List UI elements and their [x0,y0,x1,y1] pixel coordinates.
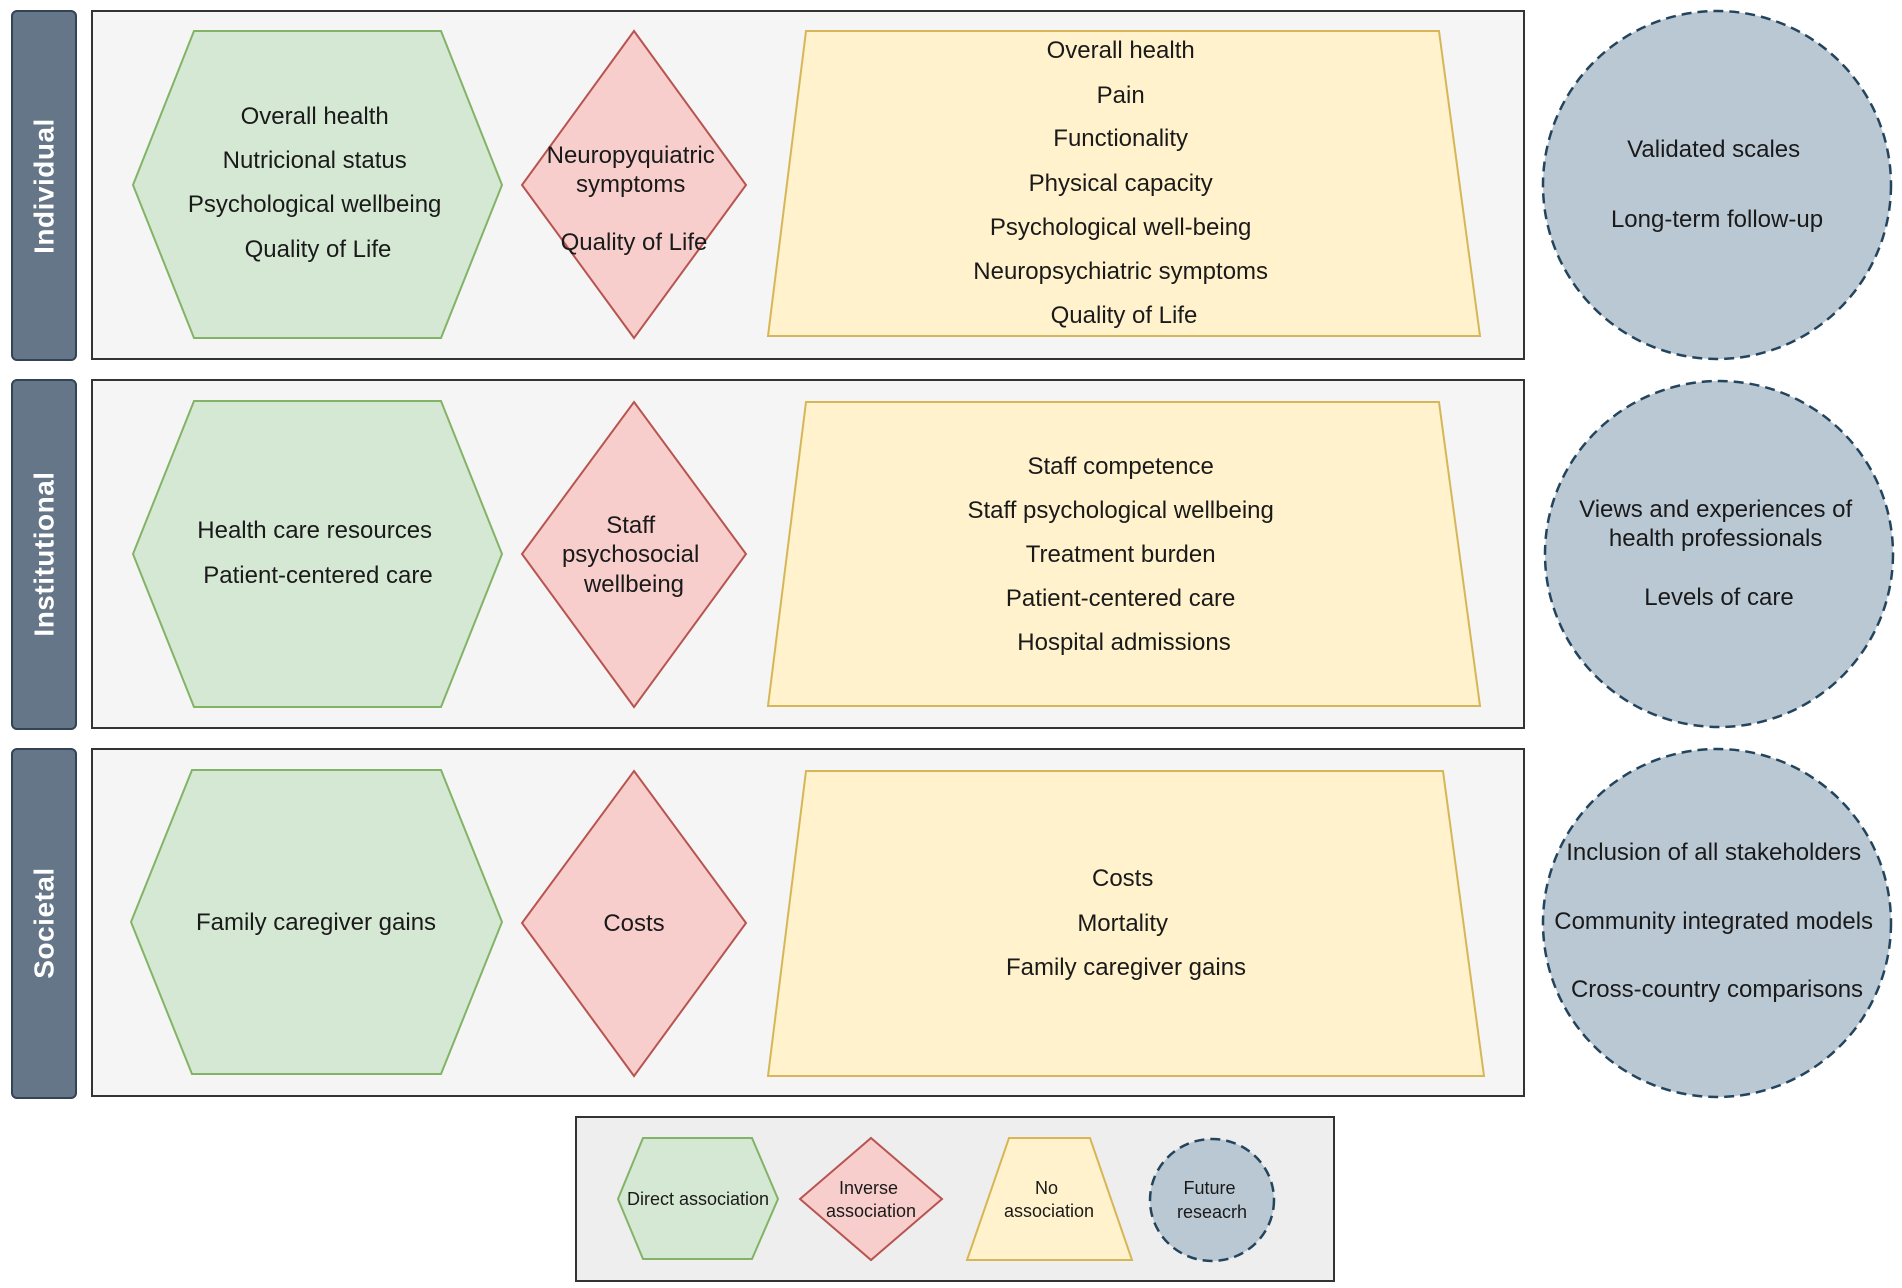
none-trapezoid-societal [766,770,1486,1077]
legend-direct-label: Direct association [627,1189,769,1209]
inverse-diamond-societal [520,769,748,1078]
future-item: Inclusion of all stakeholders [1566,839,1861,866]
none-item: Staff psychological wellbeing [967,497,1273,524]
row-individual: Individual Overall health Nutricional st… [11,9,1893,361]
future-text-institutional: Views and experiences of health professi… [1579,496,1859,611]
future-circle-institutional [1543,379,1895,729]
inverse-item: Neuropyquiatric [547,142,715,169]
future-item: Community integrated models [1554,908,1873,935]
row-tab-individual [11,10,77,361]
none-item: Patient-centered care [1006,585,1235,612]
legend-future-item: Future [1183,1178,1235,1198]
direct-hexagon-institutional [131,400,504,708]
none-text-societal: Costs Mortality Family caregiver gains [1006,865,1246,981]
none-item: Physical capacity [1029,170,1213,197]
legend-inverse-label: Inverse association [826,1178,916,1221]
future-item: Validated scales [1627,136,1800,163]
inverse-item: symptoms [576,171,685,198]
direct-hexagon-societal [129,769,504,1075]
future-item: Cross-country comparisons [1571,976,1863,1003]
direct-text-individual: Overall health Nutricional status Psycho… [188,103,448,263]
legend-future-circle [1148,1137,1276,1263]
inverse-item: Staff [606,512,655,539]
none-item: Family caregiver gains [1006,954,1246,981]
future-circle-societal [1541,747,1893,1099]
direct-item: Patient-centered care [203,562,432,589]
inverse-item: Costs [603,910,664,937]
future-text-societal: Inclusion of all stakeholders Community … [1554,839,1879,1003]
none-item: Overall health [1047,37,1195,64]
none-item: Hospital admissions [1017,629,1230,656]
legend-none-item: association [1004,1201,1094,1221]
direct-text-societal: Family caregiver gains [196,909,436,936]
direct-item: Health care resources [197,517,432,544]
legend-none-item: No [1035,1178,1058,1198]
legend-future-item: reseacrh [1177,1202,1247,1222]
none-text-institutional: Staff competence Staff psychological wel… [967,453,1280,656]
inverse-item: Quality of Life [561,229,708,256]
direct-item: Quality of Life [245,236,392,263]
legend-future-label: Future reseacrh [1177,1178,1247,1222]
none-item: Costs [1092,865,1153,892]
inverse-text-individual: Neuropyquiatric symptoms Quality of Life [547,142,722,256]
direct-item: Nutricional status [223,147,407,174]
legend-none-label: No association [1004,1178,1094,1221]
none-item: Neuropsychiatric symptoms [973,258,1268,285]
row-tab-institutional [11,379,77,730]
direct-item: Family caregiver gains [196,909,436,936]
inverse-text-societal: Costs [603,910,664,937]
future-item: Long-term follow-up [1611,206,1823,233]
legend-inverse-item: association [826,1201,916,1221]
inverse-item: psychosocial [562,541,699,568]
row-institutional: Institutional Health care resources Pati… [11,379,1895,730]
future-item: health professionals [1609,525,1822,552]
none-item: Mortality [1077,910,1168,937]
inverse-diamond-individual [520,29,748,340]
inverse-item: wellbeing [583,571,684,598]
future-circle-individual [1541,9,1893,361]
future-item: Views and experiences of [1579,496,1852,523]
none-item: Psychological well-being [990,214,1251,241]
none-item: Treatment burden [1026,541,1216,568]
inverse-diamond-institutional [520,400,748,709]
legend-inverse-item: Inverse [839,1178,898,1198]
legend-direct-item: Direct association [627,1189,769,1209]
none-item: Staff competence [1027,453,1213,480]
legend: Direct association Inverse association N… [575,1116,1335,1282]
direct-item: Psychological wellbeing [188,191,441,218]
row-label-individual: Individual [29,118,60,254]
none-item: Pain [1097,82,1145,109]
none-text-individual: Overall health Pain Functionality Physic… [973,37,1274,329]
none-trapezoid-institutional [766,401,1482,707]
row-tab-societal [11,748,77,1099]
none-item: Quality of Life [1051,302,1198,329]
future-item: Levels of care [1644,584,1793,611]
row-label-institutional: Institutional [29,471,60,636]
none-item: Functionality [1053,125,1188,152]
direct-text-institutional: Health care resources Patient-centered c… [197,517,438,589]
direct-item: Overall health [241,103,389,130]
none-trapezoid-individual [766,30,1482,337]
future-text-individual: Validated scales Long-term follow-up [1611,136,1823,233]
row-label-societal: Societal [29,867,60,978]
direct-hexagon-individual [131,30,504,339]
row-societal: Societal Family caregiver gains Costs Co… [11,747,1893,1099]
inverse-text-institutional: Staff psychosocial wellbeing [562,512,706,598]
legend-direct-hexagon [616,1137,780,1260]
legend-none-trapezoid [965,1137,1134,1261]
legend-inverse-diamond [798,1136,944,1262]
